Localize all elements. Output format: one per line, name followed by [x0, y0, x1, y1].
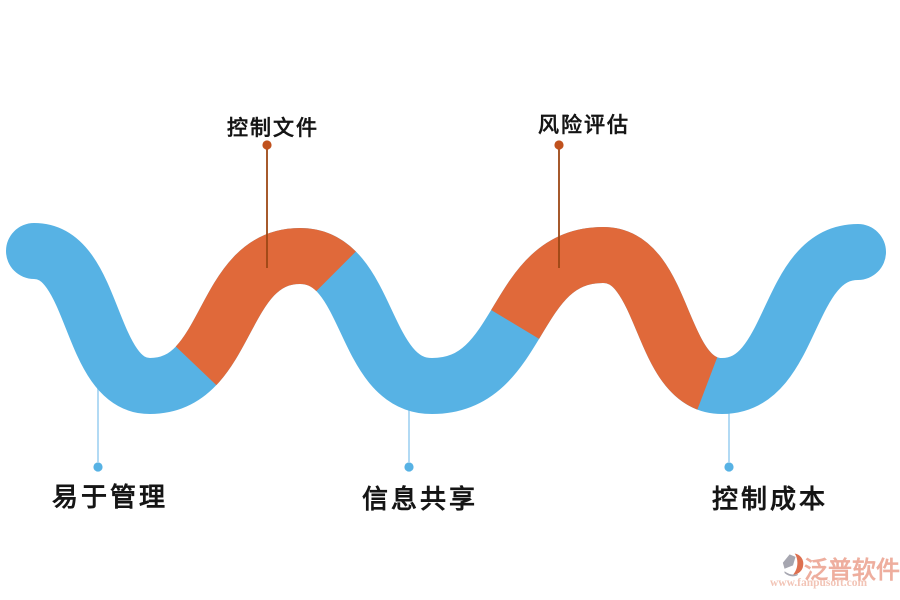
- leader-dot-1: [554, 140, 564, 150]
- leader-dot-2: [93, 462, 103, 472]
- label-risk-assessment: 风险评估: [538, 113, 630, 137]
- fanpu-watermark: 泛普软件 www.fanpusoft.com: [752, 550, 900, 592]
- leader-dot-4: [724, 462, 734, 472]
- leader-dot-0: [262, 140, 272, 150]
- leader-dot-3: [404, 462, 414, 472]
- top-leader-lines: [93, 140, 734, 472]
- label-control-documents: 控制文件: [227, 116, 319, 140]
- label-info-sharing: 信息共享: [361, 485, 479, 515]
- brand-name: 泛普软件: [804, 556, 900, 584]
- label-cost-control: 控制成本: [711, 485, 829, 515]
- wave-ribbon-blue: [6, 223, 886, 415]
- brand-url: www.fanpusoft.com: [770, 577, 868, 589]
- fanpu-logo-icon: [782, 553, 804, 577]
- label-easy-management: 易于管理: [51, 483, 169, 513]
